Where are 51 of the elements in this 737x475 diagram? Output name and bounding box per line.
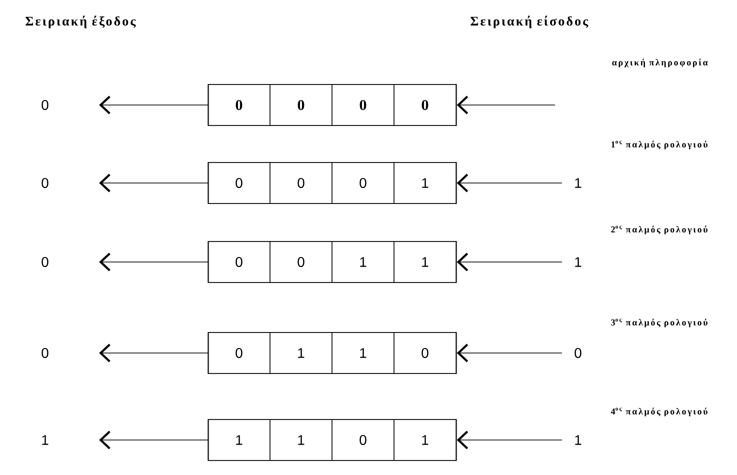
register-cell: 0	[332, 419, 394, 461]
arrow	[99, 344, 208, 362]
register-cell: 0	[270, 162, 332, 204]
register-cell: 1	[394, 162, 456, 204]
register-cell: 1	[332, 241, 394, 283]
heading: Σειριακή είσοδος	[470, 16, 588, 28]
clock-caption: 1$^{ος}$ παλμός ρολογιού	[612, 140, 708, 150]
arrow	[456, 344, 562, 362]
register-box	[208, 241, 457, 283]
register-cell: 1	[208, 419, 270, 461]
output-bit: 0	[42, 100, 48, 110]
input-bit: 0	[574, 348, 582, 358]
register-cell: 0	[332, 162, 394, 204]
clock-caption: 2$^{ος}$ παλμός ρολογιού	[611, 226, 708, 234]
register-cell: 1	[332, 332, 394, 374]
register-cell: 0	[270, 84, 332, 126]
register-cell: 1	[270, 332, 332, 374]
register-box	[208, 84, 457, 126]
register-box	[208, 419, 457, 461]
arrow	[456, 96, 556, 114]
arrow	[456, 430, 562, 450]
register-cell: 1	[394, 241, 456, 283]
arrow	[456, 252, 562, 272]
clock-caption: 3$^{ος}$ παλμός ρολογιού	[611, 318, 708, 328]
output-bit: 0	[42, 178, 48, 188]
register-cell: 0	[270, 241, 332, 283]
register-box	[208, 162, 457, 204]
arrow	[99, 96, 208, 114]
register-cell: 1	[270, 419, 332, 461]
register-cell: 0	[208, 332, 270, 374]
register-cell: 0	[208, 84, 270, 126]
register-cell: 0	[394, 84, 456, 126]
output-bit: 0	[42, 348, 48, 358]
input-bit: 1	[575, 435, 582, 445]
register-cell: 0	[208, 241, 270, 283]
register-cell: 0	[332, 84, 394, 126]
register-cell: 1	[394, 419, 456, 461]
clock-caption: αρχική πληροφορία	[612, 58, 708, 68]
arrow	[99, 252, 208, 272]
register-cell: 0	[394, 332, 456, 374]
heading: Σειριακή έξοδος	[26, 16, 136, 28]
register-box	[208, 332, 457, 374]
arrow	[99, 430, 208, 450]
input-bit: 1	[575, 178, 582, 188]
output-bit: 1	[42, 435, 48, 445]
clock-caption: 4$^{ος}$ παλμός ρολογιού	[610, 408, 708, 416]
input-bit: 1	[575, 257, 582, 267]
arrow	[456, 174, 562, 192]
arrow	[99, 174, 208, 192]
output-bit: 0	[42, 257, 48, 267]
register-cell: 0	[208, 162, 270, 204]
